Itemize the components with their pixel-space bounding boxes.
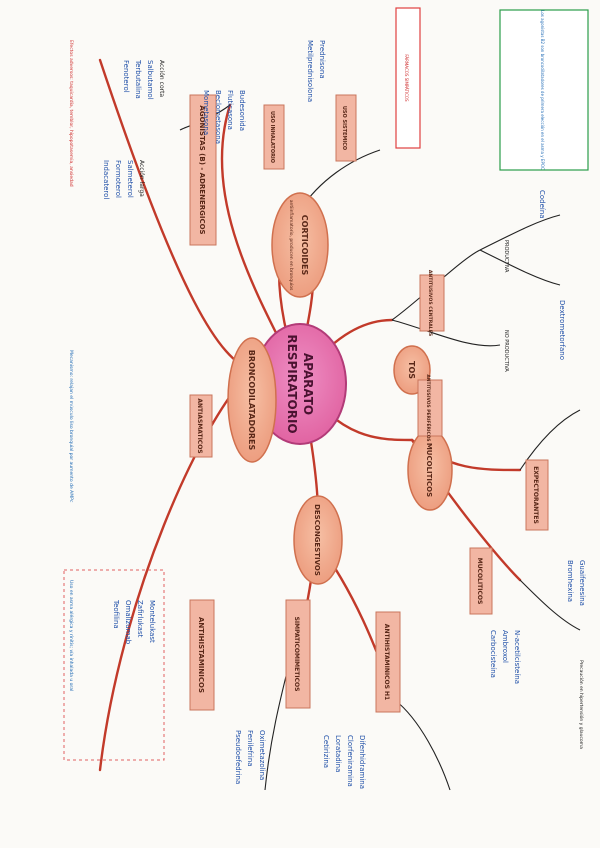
muc-item-2: Carbocisteína [489,630,497,678]
tos-productiva: PRODUCTIVA [503,240,509,273]
mucoliticos-list: N-acetilcisteína Ambroxol Carbocisteína [489,630,521,684]
box-expectorantes: EXPECTORANTES [525,459,549,531]
left-notes: Efectos adversos: taquicardia, temblor, … [68,40,585,749]
corticoides-drug-list: Budesonida Fluticasona Beclometasona Mom… [202,40,326,144]
h1-item-3: Cetirizina [322,735,330,768]
left-mid-note: Mecanismo: relajan el músculo liso bronq… [68,350,75,503]
bottom-left-note: Uso en asma alérgica y rinitis; vía inha… [68,580,75,691]
framed-note: FÁRMACOS SIMPÁTICOS [395,7,421,149]
ab-drug-list: Acción corta Salbutamol Terbutalina Feno… [102,59,165,199]
box-antitusivos-centrales: ANTITUSIVOS CENTRALES [419,270,445,336]
box-antiasmaticos: ANTIASMATICOS [189,394,213,458]
green-note: Los agonistas B2 son broncodilatadores d… [499,9,589,171]
h1-item-2: Loratadina [334,735,342,772]
tos-codeina: Codeína [538,190,546,219]
exp-item-1: Bromhexina [566,560,574,602]
cort-item-2: Beclometasona [214,90,222,144]
ab-larga-2: Indacaterol [102,160,110,199]
center-node: APARATO RESPIRATORIO [253,323,347,445]
box-simpaticomimeticos: SIMPATICOMIMETICOS [285,599,311,709]
box-antitusivos-perifericos: ANTITUSIVOS PERIFÉRICOS [417,374,443,442]
h1-item-1: Clorfeniramina [346,735,354,787]
ab-larga-1: Formoterol [114,160,122,198]
aa-item-1: Zafirlukast [136,600,144,638]
box-antihistaminicos: ANTIHISTAMINICOS [189,599,215,711]
muc-item-1: Ambroxol [501,630,509,663]
tos-dextrometorfano: Dextrometorfano [558,300,566,360]
node-descongestivos: DESCONGESTIVOS [293,495,343,585]
ab-larga-0: Salmeterol [126,160,134,198]
sim-item-0: Oximetazolina [258,730,266,780]
node-broncodilatadores: BRONCODILATADORES [227,337,277,463]
aa-item-3: Teofilina [112,599,120,629]
node-mucoliticos: MUCOLITICOS [407,429,453,511]
mucoliticos-box-label: MUCOLITICOS [476,558,483,605]
tos-type-list: Codeína Dextrometorfano PRODUCTIVA NO PR… [503,190,566,372]
sis-item-1: Metilprednisolona [306,40,314,102]
red-dashed-box [63,569,165,761]
expectorantes-list: Guaifenesina Bromhexina [566,560,586,606]
muc-item-0: N-acetilcisteína [513,630,521,684]
tos-no-productiva: NO PRODUCTIVA [503,330,509,372]
uso-inhalatorio-label: USO INHALATORIO [269,111,275,163]
antihist-h1-label: ANTIHISTAMINICOS H1 [383,624,390,700]
box-antihist-h1: ANTIHISTAMINICOS H1 [375,611,401,713]
descongestivos-label: DESCONGESTIVOS [313,504,321,576]
mucoliticos-label: MUCOLITICOS [425,443,433,497]
tos-label: TOS [407,361,416,379]
expectorantes-label: EXPECTORANTES [532,466,539,524]
simpaticomimeticos-label: SIMPATICOMIMETICOS [293,617,300,692]
aa-item-0: Montelukast [148,600,156,643]
antitusivos-centrales-label: ANTITUSIVOS CENTRALES [427,270,433,336]
node-corticoides: CORTICOIDES antiinflamatorio, producen e… [271,192,329,298]
antihistaminicos-label: ANTIHISTAMINICOS [197,617,205,693]
cort-item-0: Budesonida [238,90,246,131]
ab-corta-2: Fenoterol [122,60,130,93]
center-title-line2: RESPIRATORIO [285,334,299,433]
cort-item-1: Fluticasona [226,90,234,130]
antiasmaticos-list: Montelukast Zafirlukast Omalizumab Teofi… [112,599,156,645]
box-uso-inhalatorio: USO INHALATORIO [263,104,285,170]
aa-item-2: Omalizumab [124,600,132,645]
sim-item-1: Fenilefrina [246,730,254,767]
framed-note-text: FÁRMACOS SIMPÁTICOS [404,54,409,102]
sim-item-2: Pseudoefedrina [234,730,242,784]
broncodilatadores-label: BRONCODILATADORES [247,350,256,451]
ab-label: AGONISTAS (B) - ADRENERGICOS [198,105,206,234]
top-right-note: Los agonistas B2 son broncodilatadores d… [540,10,545,170]
ab-corta-0: Salbutamol [146,60,154,100]
cort-item-3: Mometasona [202,90,210,135]
center-title-line1: APARATO [301,353,315,415]
antiasmaticos-label: ANTIASMATICOS [196,398,203,453]
uso-sistemico-label: USO SISTEMICO [341,106,347,150]
descongestivos-list: Oximetazolina Fenilefrina Pseudoefedrina… [234,730,366,789]
ab-larga-label: Acción larga [138,160,145,197]
exp-item-0: Guaifenesina [578,560,586,606]
ab-corta-1: Terbutalina [134,59,142,99]
box-antitusivos-b: AGONISTAS (B) - ADRENERGICOS [189,94,217,246]
box-mucoliticos: MUCOLITICOS [469,547,493,615]
h1-item-0: Difenhidramina [358,735,366,789]
ab-corta-label: Acción corta [158,60,165,97]
bottom-right-note: Precaución en hipertensión y glaucoma [578,660,585,749]
corticoides-sub: antiinflamatorio, producen en bronquios [288,200,294,291]
sis-item-0: Prednisona [318,40,326,79]
left-effects-note: Efectos adversos: taquicardia, temblor, … [68,40,74,187]
antitusivos-perifericos-label: ANTITUSIVOS PERIFÉRICOS [425,374,433,441]
corticoides-label: CORTICOIDES [300,215,309,276]
box-uso-sistemico: USO SISTEMICO [335,94,357,162]
